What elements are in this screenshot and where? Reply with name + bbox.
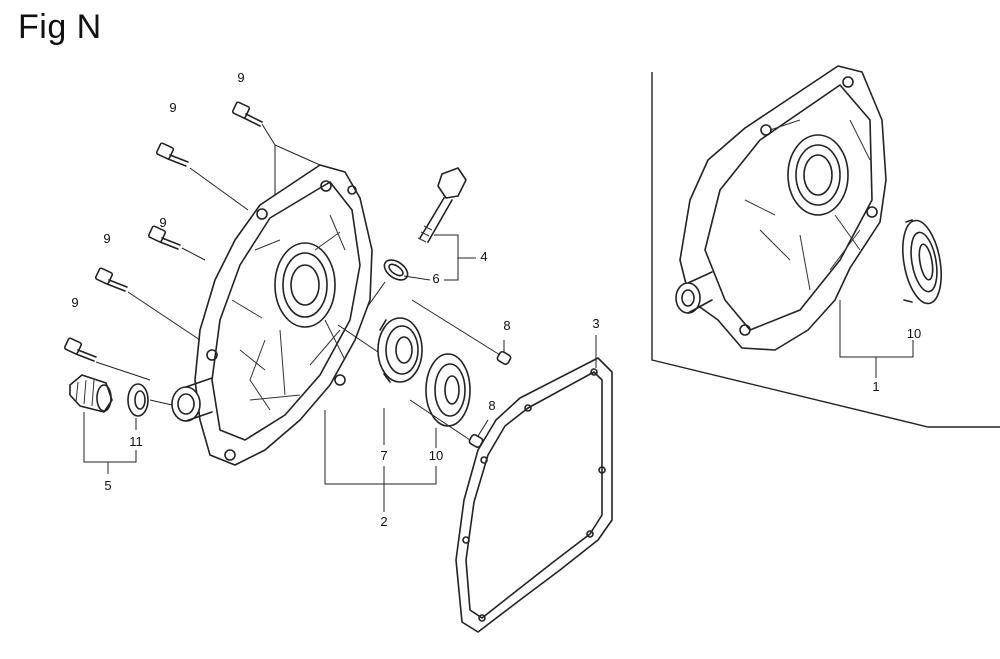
bolt-2: [155, 142, 189, 167]
callout-8: 8: [503, 318, 510, 333]
oil-dipstick: [417, 167, 467, 243]
callout-9: 9: [237, 70, 244, 85]
callout-1: 1: [872, 379, 879, 394]
callout-3: 3: [592, 316, 599, 331]
figure-title: Fig N: [18, 8, 102, 46]
inset-frame: [651, 72, 1000, 428]
bolt-leaders: [95, 123, 321, 381]
crankcase-cover: [171, 164, 373, 466]
gasket: [455, 335, 613, 633]
o-ring: [383, 259, 409, 281]
inset-leaders: [839, 300, 914, 378]
callout-2: 2: [380, 514, 387, 529]
oil-filler-cap: [69, 374, 113, 413]
callout-10: 10: [907, 326, 921, 341]
callout-9: 9: [103, 231, 110, 246]
callout-11: 11: [129, 434, 143, 449]
callout-5: 5: [104, 478, 111, 493]
filler-leaders: [83, 399, 173, 474]
filler-cap-seal: [127, 383, 149, 417]
inset-oil-seal: [902, 219, 942, 305]
bolt-3: [147, 225, 181, 250]
callout-8: 8: [488, 398, 495, 413]
callout-4: 4: [480, 249, 487, 264]
callout-labels: 9 9 9 9 9 4 6 8 8 3 7 10 2 11 5 10 1: [71, 70, 921, 529]
callout-9: 9: [71, 295, 78, 310]
flange-bolts: [63, 101, 263, 362]
bearing-leaders: [324, 299, 505, 512]
callout-7: 7: [380, 448, 387, 463]
callout-9: 9: [159, 215, 166, 230]
oil-seal-10: [425, 353, 471, 427]
inset-crankcase-cover: [675, 65, 887, 351]
callout-6: 6: [432, 271, 439, 286]
bolt-1: [231, 101, 263, 127]
callout-10: 10: [429, 448, 443, 463]
callout-9: 9: [169, 100, 176, 115]
bolt-4: [94, 267, 128, 292]
dowel-pin-upper: [496, 350, 512, 366]
dipstick-leaders: [367, 234, 476, 307]
bolt-5: [63, 337, 97, 362]
bearing-7: [377, 317, 423, 383]
